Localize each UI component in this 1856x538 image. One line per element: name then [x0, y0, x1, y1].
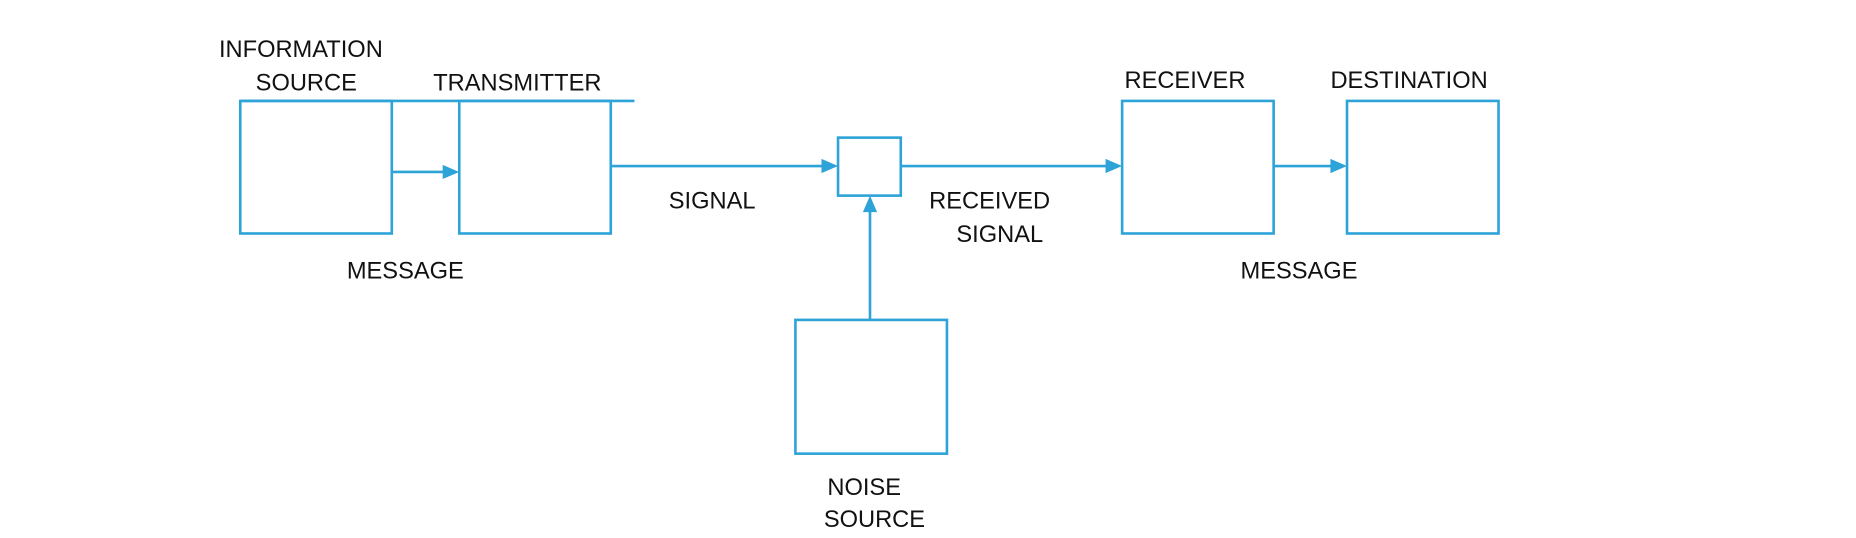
noise-source-box [794, 318, 949, 455]
label-message-left: MESSAGE [347, 258, 464, 284]
label-received: RECEIVED [929, 189, 1050, 215]
arrowhead-icon [862, 195, 878, 213]
transmitter-box [457, 99, 613, 235]
label-noise: NOISE [827, 475, 901, 501]
arrowhead-icon [821, 158, 839, 174]
label-message-right: MESSAGE [1240, 258, 1357, 284]
label-receiver: RECEIVER [1124, 68, 1245, 94]
destination-box [1345, 99, 1500, 235]
label-transmitter: TRANSMITTER [433, 70, 601, 96]
arrowhead-icon [442, 164, 460, 180]
receiver-box [1120, 99, 1275, 235]
label-source: SOURCE [256, 70, 357, 96]
information-source-box [238, 99, 394, 235]
label-destination: DESTINATION [1330, 68, 1487, 94]
label-signal: SIGNAL [669, 189, 756, 215]
arrowhead-icon [1105, 158, 1123, 174]
channel-box [836, 136, 903, 197]
arrowhead-icon [1330, 158, 1348, 174]
label-received-signal: SIGNAL [956, 222, 1043, 248]
label-information: INFORMATION [219, 37, 383, 63]
label-noise-source: SOURCE [824, 507, 925, 533]
